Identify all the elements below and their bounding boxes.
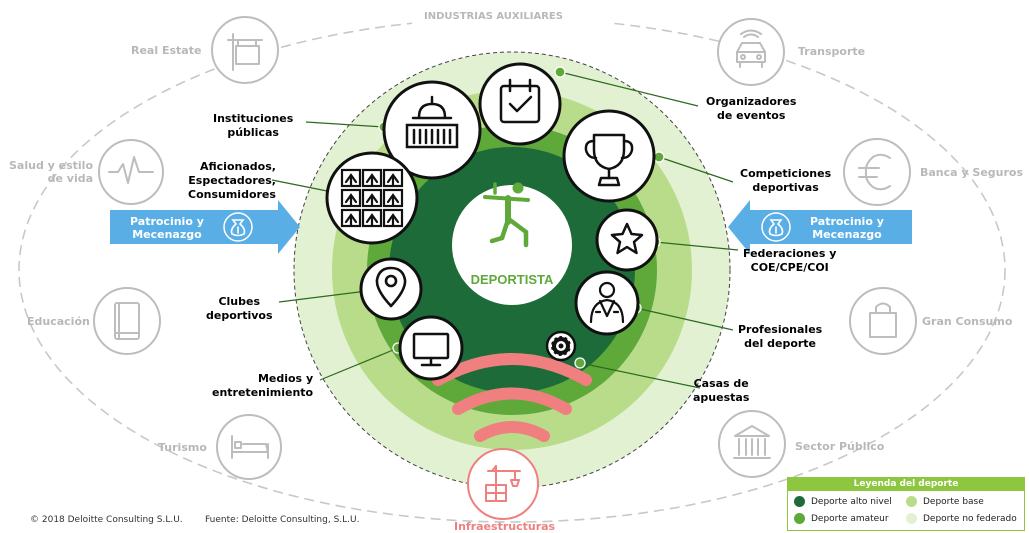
legend-swatch-no-federado — [906, 513, 917, 524]
trophy-icon — [584, 133, 634, 187]
shopping-bag-icon — [869, 302, 897, 338]
stakeholder-instituciones — [382, 80, 482, 180]
legend-swatch-amateur — [794, 513, 805, 524]
aux-real-estate — [211, 16, 279, 84]
top-label: INDUSTRIAS AUXILIARES — [424, 11, 563, 22]
label-casas-apuestas: Casas de apuestas — [693, 377, 750, 404]
top-label-bg — [412, 8, 612, 26]
monitor-icon — [412, 332, 450, 367]
deportista-core — [452, 185, 572, 305]
legend-title: Leyenda del deporte — [788, 478, 1024, 491]
aux-label-salud: Salud y estilo de vida — [9, 159, 94, 186]
aux-label-educacion: Educación — [27, 315, 90, 328]
stakeholder-medios — [398, 315, 464, 381]
sponsorship-arrow-right — [728, 200, 912, 254]
aux-infraestructuras — [467, 448, 539, 520]
aux-label-turismo: Turismo — [158, 441, 207, 454]
stakeholder-organizadores — [478, 62, 562, 146]
aux-label-infraestructuras: Infraestructuras — [454, 520, 556, 533]
calendar-check-icon — [499, 78, 541, 124]
sponsorship-label-right: Patrocinio y Mecenazgo — [810, 215, 884, 242]
legend-swatch-base — [906, 496, 917, 507]
poker-chip-icon — [550, 335, 572, 357]
star-icon — [610, 222, 644, 255]
legend-label: Deporte amateur — [811, 513, 889, 524]
sport-legend: Leyenda del deporte Deporte alto nivel D… — [787, 477, 1025, 531]
legend-item-alto-nivel: Deporte alto nivel — [794, 496, 892, 507]
sponsorship-arrow-left — [110, 200, 300, 254]
bed-icon — [231, 435, 269, 459]
aux-label-transporte: Transporte — [798, 45, 866, 58]
location-pin-icon — [375, 266, 407, 308]
label-clubes: Clubes deportivos — [206, 295, 273, 322]
legend-label: Deporte no federado — [923, 513, 1017, 524]
label-federaciones: Federaciones y COE/CPE/COI — [743, 247, 837, 274]
legend-label: Deporte base — [923, 496, 984, 507]
professional-icon — [589, 281, 625, 324]
legend-item-no-federado: Deporte no federado — [906, 513, 1017, 524]
aux-label-banca: Banca y Seguros — [920, 166, 1024, 179]
legend-item-amateur: Deporte amateur — [794, 513, 889, 524]
footer-source: Fuente: Deloitte Consulting, S.L.U. — [205, 515, 360, 525]
stakeholder-federaciones — [595, 208, 659, 272]
label-organizadores: Organizadores de eventos — [706, 95, 797, 122]
legend-swatch-alto-nivel — [794, 496, 805, 507]
money-bag-icon — [230, 219, 246, 237]
aux-label-gran-consumo: Gran Consumo — [922, 315, 1013, 328]
deportista-label: DEPORTISTA — [471, 272, 554, 287]
aux-salud — [98, 139, 164, 205]
aux-label-sector-publico: Sector Público — [795, 440, 885, 453]
label-instituciones: Instituciones públicas — [213, 112, 294, 139]
aux-transporte — [717, 18, 785, 86]
car-icon — [736, 29, 766, 68]
government-building-icon — [733, 425, 771, 459]
stakeholder-competiciones — [562, 109, 656, 203]
label-profesionales: Profesionales del deporte — [738, 323, 823, 350]
label-medios: Medios y entretenimiento — [212, 372, 314, 399]
legend-item-base: Deporte base — [906, 496, 984, 507]
fans-icon — [340, 168, 404, 228]
money-bag-icon — [768, 219, 784, 237]
crane-icon — [485, 465, 521, 502]
stakeholder-profesionales — [574, 270, 640, 336]
aux-educacion — [93, 287, 161, 355]
building-sign-icon — [227, 33, 263, 71]
stakeholder-clubes — [359, 257, 423, 321]
capitol-icon — [405, 95, 459, 149]
footer-copyright: © 2018 Deloitte Consulting S.L.U. — [30, 515, 183, 525]
book-icon — [114, 302, 140, 340]
stakeholder-casas-apuestas — [545, 330, 577, 362]
aux-gran-consumo — [849, 287, 917, 355]
sponsorship-label-left: Patrocinio y Mecenazgo — [130, 215, 204, 242]
label-competiciones: Competiciones deportivas — [740, 167, 832, 194]
infrastructure-signal-arcs — [432, 353, 592, 442]
heartbeat-icon — [108, 156, 154, 184]
stakeholder-aficionados — [325, 151, 419, 245]
athlete-icon — [483, 182, 530, 248]
label-aficionados: Aficionados, Espectadores, Consumidores — [188, 160, 276, 201]
aux-label-real-estate: Real Estate — [131, 44, 202, 57]
aux-banca — [843, 138, 911, 206]
aux-turismo — [216, 414, 282, 480]
aux-sector-publico — [718, 410, 786, 478]
euro-icon — [858, 153, 891, 191]
legend-label: Deporte alto nivel — [811, 496, 892, 507]
